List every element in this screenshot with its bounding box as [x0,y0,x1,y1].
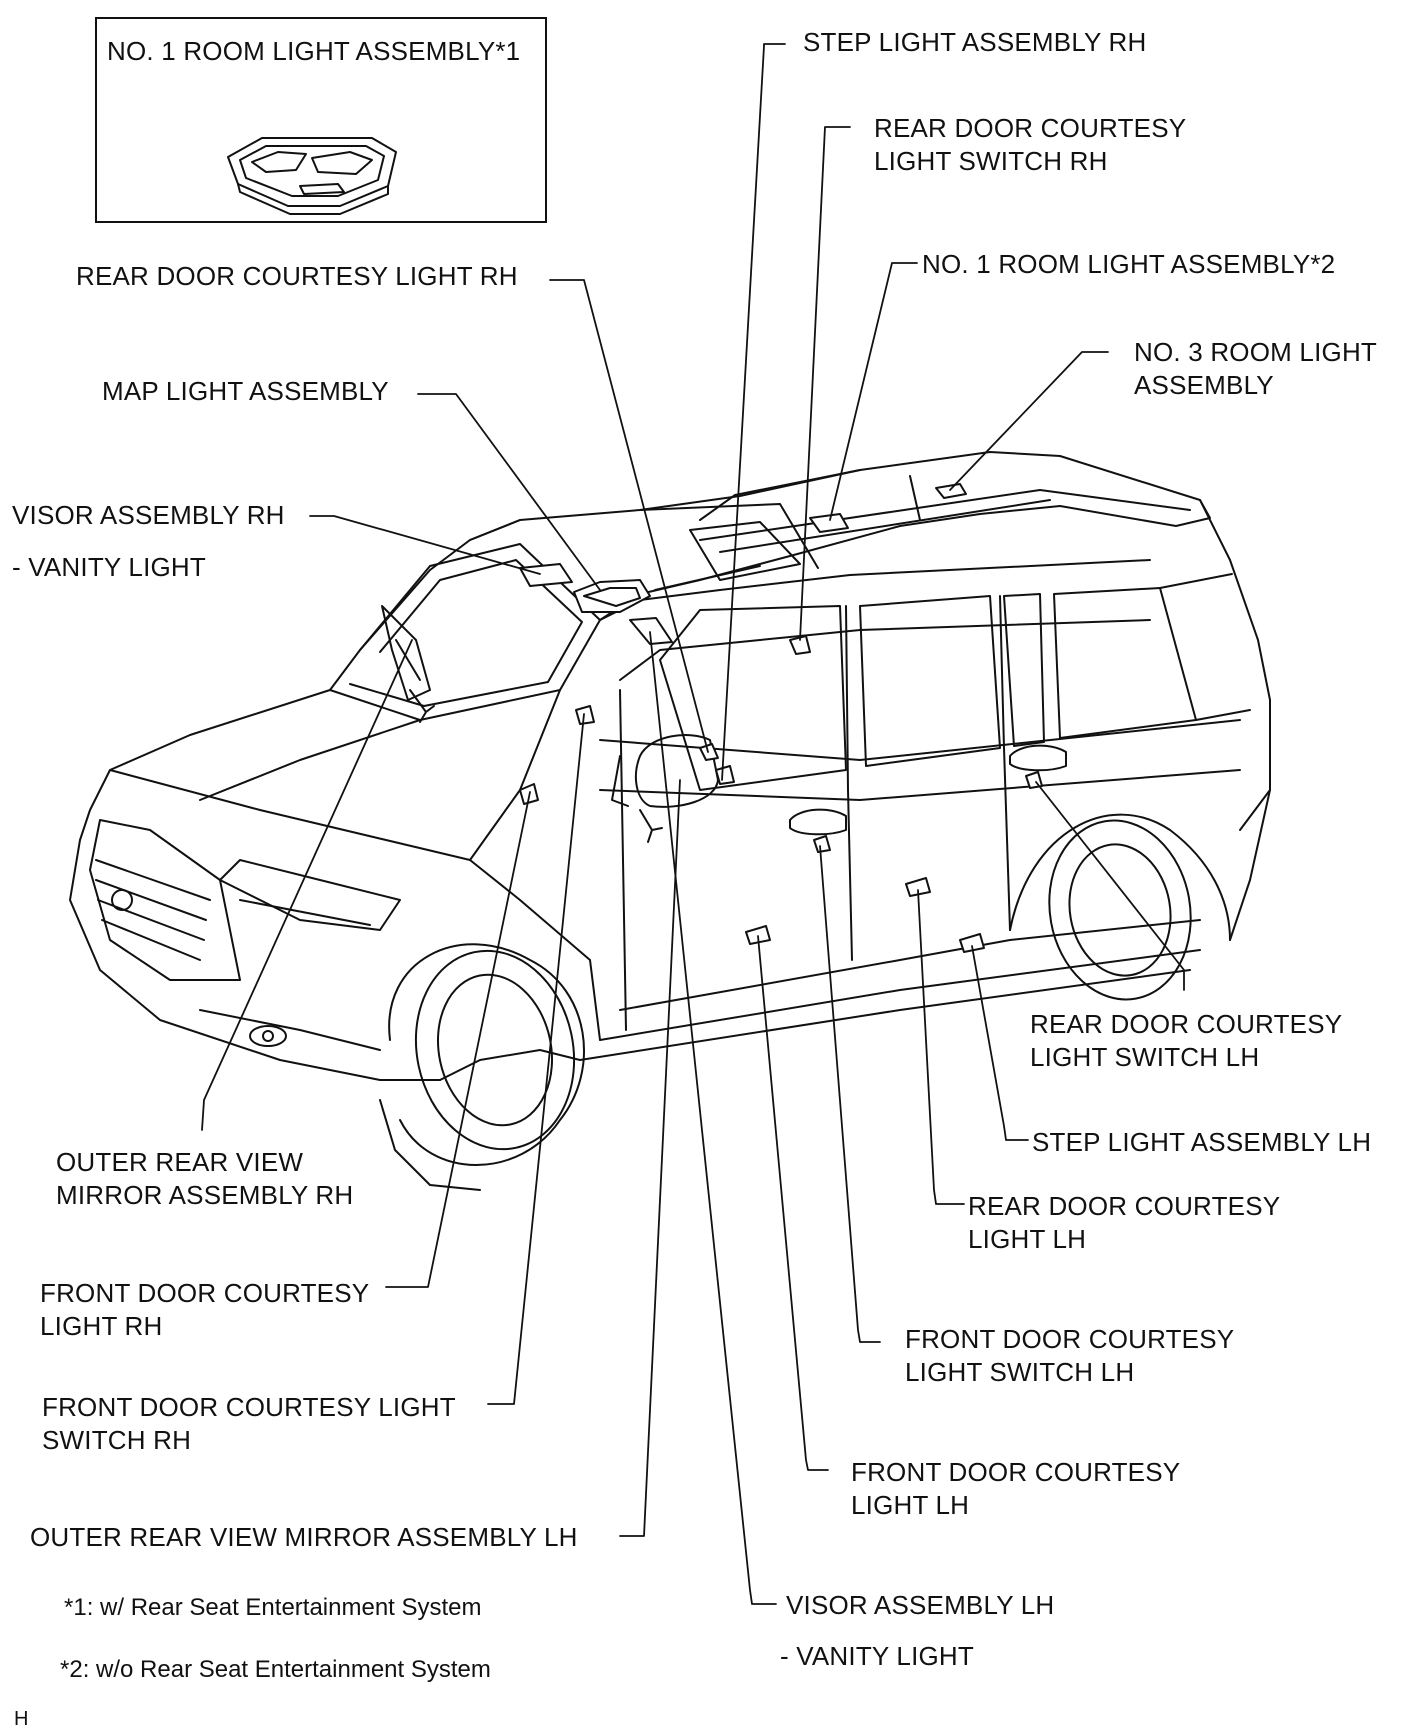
footnote-2: *2: w/o Rear Seat Entertainment System [60,1656,491,1683]
label-rear-door-courtesy-switch-lh: REAR DOOR COURTESY LIGHT SWITCH LH [1030,1009,1343,1072]
footnote-1: *1: w/ Rear Seat Entertainment System [64,1594,482,1621]
leader-lines [201,43,1185,1605]
label-map-light: MAP LIGHT ASSEMBLY [102,376,389,406]
label-rear-door-courtesy-light-lh: REAR DOOR COURTESY LIGHT LH [968,1191,1281,1254]
label-visor-rh-vanity: - VANITY LIGHT [12,552,206,582]
label-rear-door-courtesy-switch-rh: REAR DOOR COURTESY LIGHT SWITCH RH [874,113,1187,176]
label-step-light-rh: STEP LIGHT ASSEMBLY RH [803,27,1147,57]
label-front-door-courtesy-light-rh: FRONT DOOR COURTESY LIGHT RH [40,1278,370,1341]
label-front-door-courtesy-switch-rh: FRONT DOOR COURTESY LIGHT SWITCH RH [42,1392,456,1455]
label-outer-mirror-rh: OUTER REAR VIEW MIRROR ASSEMBLY RH [56,1147,354,1210]
inset-box [95,17,547,223]
label-visor-lh: VISOR ASSEMBLY LH [786,1590,1055,1620]
component-markers [519,483,1067,953]
label-outer-mirror-lh: OUTER REAR VIEW MIRROR ASSEMBLY LH [30,1522,578,1552]
inset-room-light-part [227,137,397,215]
inset-title: NO. 1 ROOM LIGHT ASSEMBLY*1 [107,36,521,66]
label-front-door-courtesy-light-lh: FRONT DOOR COURTESY LIGHT LH [851,1457,1181,1520]
label-no1-room-light-2: NO. 1 ROOM LIGHT ASSEMBLY*2 [922,249,1336,279]
corner-mark: H [14,1708,29,1730]
label-step-light-lh: STEP LIGHT ASSEMBLY LH [1032,1127,1372,1157]
label-visor-rh: VISOR ASSEMBLY RH [12,500,285,530]
label-no3-room-light: NO. 3 ROOM LIGHT ASSEMBLY [1134,337,1378,400]
label-rear-door-courtesy-light-rh: REAR DOOR COURTESY LIGHT RH [76,261,518,291]
label-visor-lh-vanity: - VANITY LIGHT [780,1641,974,1671]
label-front-door-courtesy-switch-lh: FRONT DOOR COURTESY LIGHT SWITCH LH [905,1324,1235,1387]
